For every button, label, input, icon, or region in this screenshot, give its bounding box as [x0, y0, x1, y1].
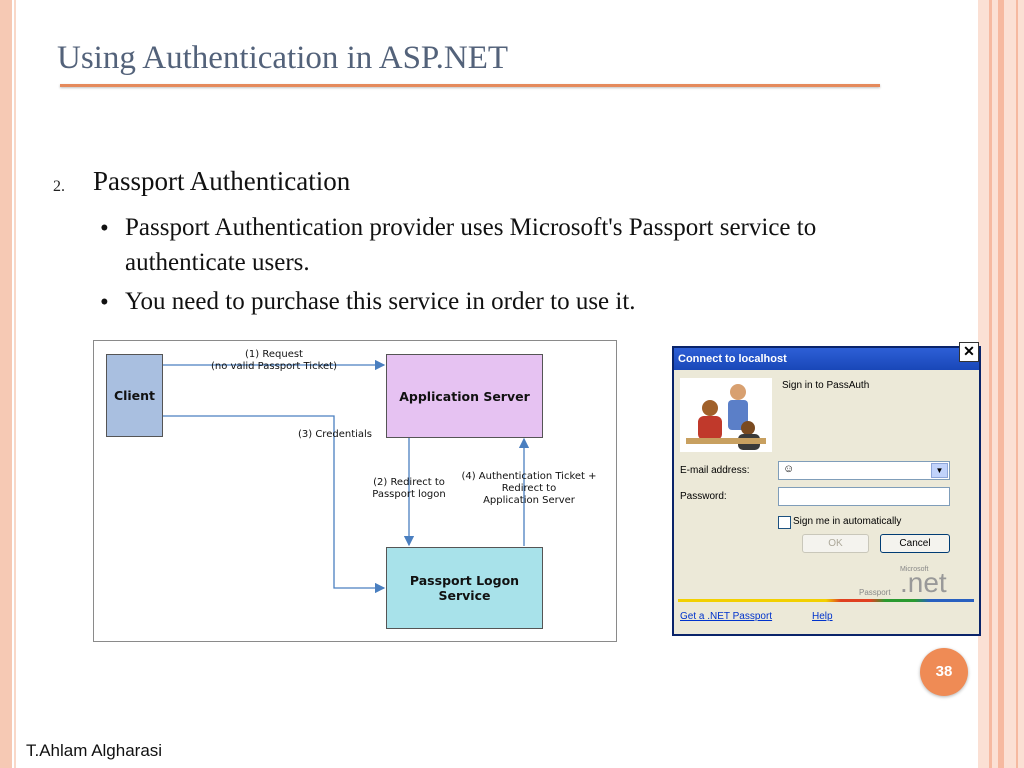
email-select[interactable]: ☺ ▼	[778, 461, 950, 480]
step1-line2: (no valid Passport Ticket)	[211, 361, 337, 372]
dialog-title: Connect to localhost	[674, 348, 979, 370]
get-passport-link[interactable]: Get a .NET Passport	[680, 611, 773, 622]
cancel-button[interactable]: Cancel	[880, 534, 950, 553]
client-box: Client	[106, 354, 163, 437]
slide-title: Using Authentication in ASP.NET	[57, 40, 509, 76]
right-stripe	[989, 0, 992, 768]
brand-color-bar	[678, 599, 974, 602]
step3-label: (3) Credentials	[297, 429, 373, 440]
users-illustration-icon	[680, 378, 772, 452]
diagram-arrows	[163, 359, 530, 594]
left-border-line	[14, 0, 16, 768]
app-server-label: Application Server	[399, 388, 530, 404]
passport-user-icon: ☺	[783, 463, 795, 475]
step1-label: (1) Request (no valid Passport Ticket)	[199, 349, 349, 373]
bullet-marker: •	[100, 289, 109, 316]
passport-service-label-1: Passport Logon	[409, 573, 520, 588]
step4-label: (4) Authentication Ticket + Redirect to …	[454, 471, 604, 507]
email-label: E-mail address:	[680, 465, 750, 476]
left-border	[0, 0, 12, 768]
passport-service-label-2: Service	[438, 588, 491, 603]
title-underline	[60, 84, 880, 87]
right-stripe	[998, 0, 1004, 768]
password-field[interactable]	[778, 487, 950, 506]
step2-line1: (2) Redirect to	[373, 477, 445, 488]
right-stripe	[1016, 0, 1018, 768]
passport-service-box: Passport Logon Service	[386, 547, 543, 629]
help-link[interactable]: Help	[812, 611, 833, 622]
item-number: 2.	[53, 178, 65, 195]
brand-net-logo: .net	[900, 567, 947, 598]
sign-in-text: Sign in to PassAuth	[782, 380, 870, 391]
bullet-marker: •	[100, 215, 109, 242]
chevron-down-icon[interactable]: ▼	[931, 463, 948, 478]
step2-label: (2) Redirect to Passport logon	[364, 477, 454, 501]
passport-login-dialog: Connect to localhost ✕ Sign in to PassAu…	[672, 342, 981, 636]
step4-line2: Redirect to	[501, 483, 557, 494]
bullet-text-2: You need to purchase this service in ord…	[125, 288, 636, 315]
ok-button[interactable]: OK	[802, 534, 869, 553]
password-label: Password:	[680, 491, 727, 502]
step2-line2: Passport logon	[372, 489, 446, 500]
client-label: Client	[113, 388, 156, 403]
bullet-text-1: Passport Authentication provider uses Mi…	[125, 214, 817, 276]
footer-author: T.Ahlam Algharasi	[26, 741, 163, 760]
step4-line3: Application Server	[483, 495, 575, 506]
remember-checkbox[interactable]	[778, 516, 791, 529]
step4-line1: (4) Authentication Ticket +	[461, 471, 597, 482]
brand-passport: Passport	[859, 588, 891, 597]
section-heading: Passport Authentication	[93, 166, 351, 196]
brand-microsoft: Microsoft	[900, 566, 929, 573]
app-server-box: Application Server	[386, 354, 543, 438]
remember-label: Sign me in automatically	[793, 516, 902, 527]
close-icon[interactable]: ✕	[959, 342, 979, 362]
arrow-credentials	[163, 415, 386, 594]
page-number-badge: 38	[920, 648, 968, 696]
step1-line1: (1) Request	[245, 349, 303, 360]
passport-flow-diagram: Client Application Server Passport Logon…	[93, 340, 617, 642]
